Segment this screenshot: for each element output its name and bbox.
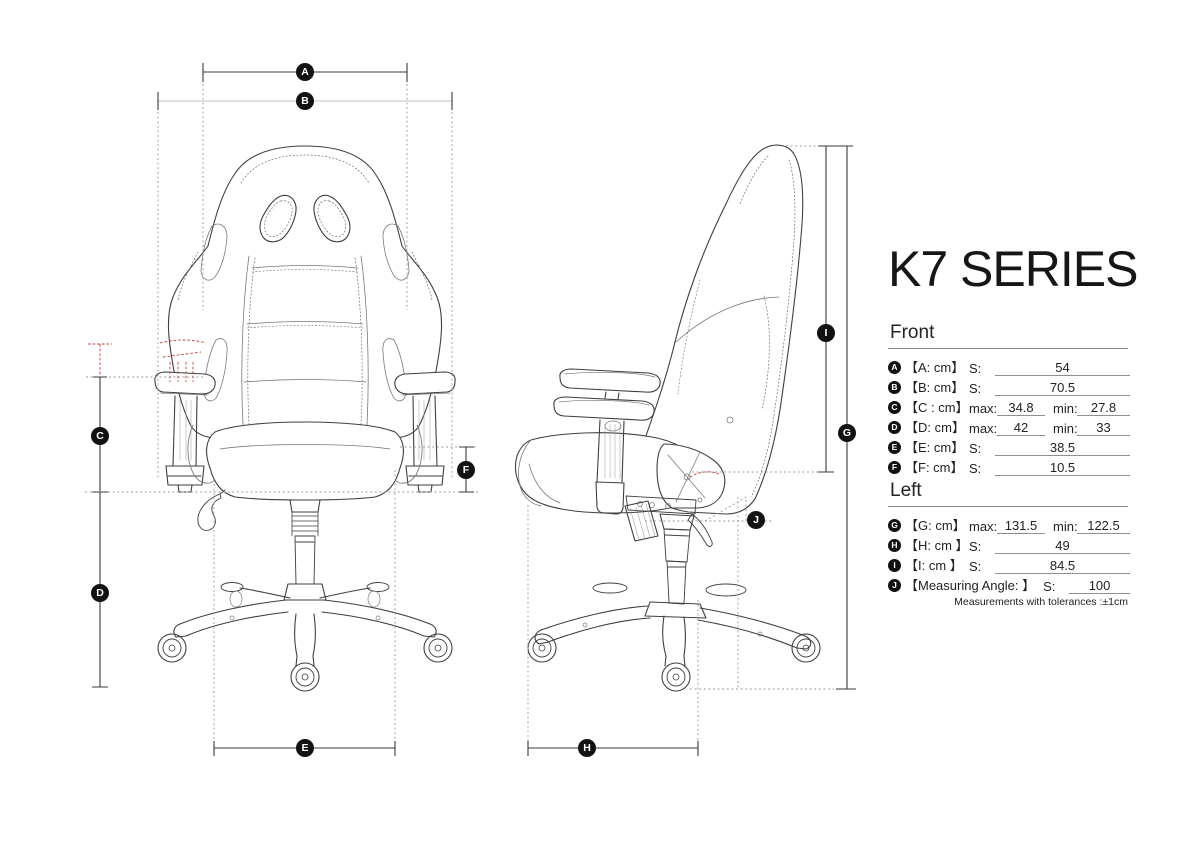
measurement-row-b: B 【B: cm】 S: 70.5 bbox=[888, 376, 1130, 396]
row-key: S: bbox=[969, 441, 982, 456]
dim-badge-b: B bbox=[296, 92, 314, 110]
row-badge: A bbox=[888, 361, 901, 374]
left-section-rule bbox=[888, 506, 1128, 507]
left-section-heading: Left bbox=[890, 480, 922, 501]
row-key-min: min: bbox=[1053, 519, 1078, 534]
row-value: 49 bbox=[995, 538, 1130, 554]
tolerance-note: Measurements with tolerances :±1cm bbox=[954, 596, 1128, 608]
row-key-max: max: bbox=[969, 401, 998, 416]
row-key-max: max: bbox=[969, 421, 998, 436]
row-key: S: bbox=[969, 361, 982, 376]
front-view-drawing bbox=[154, 145, 456, 692]
dim-badge-i: I bbox=[817, 324, 835, 342]
row-badge: I bbox=[888, 559, 901, 572]
row-label: 【A: cm】 bbox=[905, 360, 965, 375]
row-label: 【D: cm】 bbox=[905, 420, 965, 435]
row-value-max: 131.5 bbox=[997, 518, 1045, 534]
side-dimension-lines bbox=[527, 145, 856, 756]
row-label: 【B: cm】 bbox=[905, 380, 965, 395]
measurement-row-e: E 【E: cm】 S: 38.5 bbox=[888, 436, 1130, 456]
red-adjustment-annotations bbox=[88, 339, 722, 478]
measurement-row-g: G 【G: cm】 max:131.5 min:122.5 bbox=[888, 514, 1130, 534]
dim-badge-h: H bbox=[578, 739, 596, 757]
row-value-max: 34.8 bbox=[997, 400, 1045, 416]
row-key-max: max: bbox=[969, 519, 998, 534]
row-key: S: bbox=[969, 539, 982, 554]
row-label: 【G: cm】 bbox=[905, 518, 966, 533]
row-key-min: min: bbox=[1053, 401, 1078, 416]
row-value: 38.5 bbox=[995, 440, 1130, 456]
measurement-row-j: J 【Measuring Angle: 】 S: 100 bbox=[888, 574, 1130, 594]
row-value: 70.5 bbox=[995, 380, 1130, 396]
row-badge: E bbox=[888, 441, 901, 454]
row-value: 10.5 bbox=[995, 460, 1130, 476]
side-view-drawing bbox=[515, 144, 821, 692]
row-key: S: bbox=[969, 559, 982, 574]
row-badge: J bbox=[888, 579, 901, 592]
row-value-min: 27.8 bbox=[1077, 400, 1130, 416]
dim-badge-g: G bbox=[838, 424, 856, 442]
row-key: S: bbox=[1043, 579, 1056, 594]
row-value-min: 33 bbox=[1077, 420, 1130, 436]
row-value: 100 bbox=[1069, 578, 1130, 594]
row-value-max: 42 bbox=[997, 420, 1045, 436]
measurement-row-h: H 【H: cm 】 S: 49 bbox=[888, 534, 1130, 554]
row-key-min: min: bbox=[1053, 421, 1078, 436]
dim-badge-c: C bbox=[91, 427, 109, 445]
row-badge: B bbox=[888, 381, 901, 394]
row-key: S: bbox=[969, 381, 982, 396]
measurement-row-a: A 【A: cm】 S: 54 bbox=[888, 356, 1130, 376]
row-value-min: 122.5 bbox=[1077, 518, 1130, 534]
row-value: 84.5 bbox=[995, 558, 1130, 574]
dim-badge-e: E bbox=[296, 739, 314, 757]
row-label: 【E: cm】 bbox=[905, 440, 965, 455]
row-badge: F bbox=[888, 461, 901, 474]
front-section-heading: Front bbox=[890, 322, 935, 343]
row-key: S: bbox=[969, 461, 982, 476]
row-label: 【C : cm】 bbox=[905, 400, 969, 415]
dim-badge-d: D bbox=[91, 584, 109, 602]
row-label: 【F: cm】 bbox=[905, 460, 964, 475]
dim-badge-a: A bbox=[296, 63, 314, 81]
series-title: K7 SERIES bbox=[888, 241, 1138, 297]
row-label: 【I: cm 】 bbox=[905, 558, 963, 573]
measurement-row-f: F 【F: cm】 S: 10.5 bbox=[888, 456, 1130, 476]
dim-badge-f: F bbox=[457, 461, 475, 479]
front-section-rule bbox=[888, 348, 1128, 349]
row-label: 【Measuring Angle: 】 bbox=[905, 578, 1036, 593]
measurement-row-d: D 【D: cm】 max:42 min:33 bbox=[888, 416, 1130, 436]
row-value: 54 bbox=[995, 360, 1130, 376]
left-measurement-rows: G 【G: cm】 max:131.5 min:122.5 H 【H: cm 】 … bbox=[888, 514, 1130, 594]
row-label: 【H: cm 】 bbox=[905, 538, 969, 553]
dim-badge-j: J bbox=[747, 511, 765, 529]
row-badge: G bbox=[888, 519, 901, 532]
measurement-row-c: C 【C : cm】 max:34.8 min:27.8 bbox=[888, 396, 1130, 416]
front-measurement-rows: A 【A: cm】 S: 54 B 【B: cm】 S: 70.5 C 【C : c… bbox=[888, 356, 1130, 476]
row-badge: D bbox=[888, 421, 901, 434]
row-badge: C bbox=[888, 401, 901, 414]
measurement-row-i: I 【I: cm 】 S: 84.5 bbox=[888, 554, 1130, 574]
row-badge: H bbox=[888, 539, 901, 552]
